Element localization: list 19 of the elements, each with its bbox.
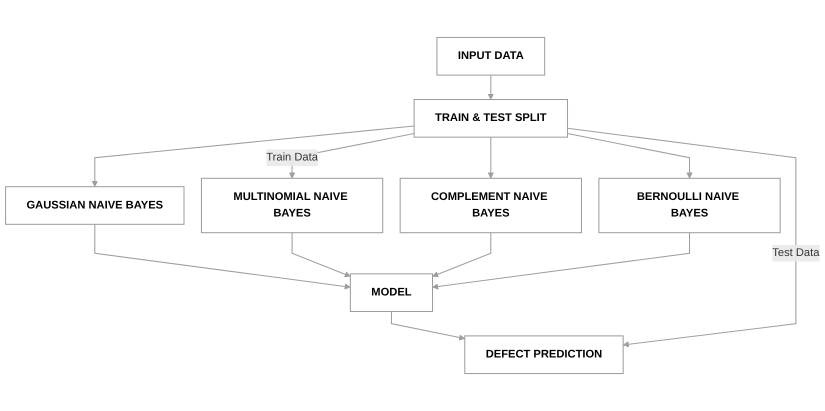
arrow xyxy=(94,224,351,290)
node-box: BERNOULLI NAIVE BAYES xyxy=(598,178,781,234)
arrow xyxy=(488,75,494,100)
node-box: MULTINOMIAL NAIVE BAYES xyxy=(200,178,384,234)
node-box: MODEL xyxy=(350,273,434,312)
node-box: COMPLEMENT NAIVE BAYES xyxy=(400,178,582,234)
arrow xyxy=(488,137,494,179)
arrow xyxy=(567,133,693,179)
arrow xyxy=(432,232,690,290)
edge-label: Train Data xyxy=(266,151,318,164)
edge-label: Test Data xyxy=(772,246,820,259)
node-box: DEFECT PREDICTION xyxy=(464,335,624,374)
arrow xyxy=(390,311,466,340)
arrow xyxy=(432,232,492,278)
arrow xyxy=(292,232,351,278)
node-box: TRAIN & TEST SPLIT xyxy=(414,99,568,138)
arrow xyxy=(567,128,796,348)
node-box: INPUT DATA xyxy=(436,36,546,76)
node-box: GAUSSIAN NAIVE BAYES xyxy=(5,186,185,225)
